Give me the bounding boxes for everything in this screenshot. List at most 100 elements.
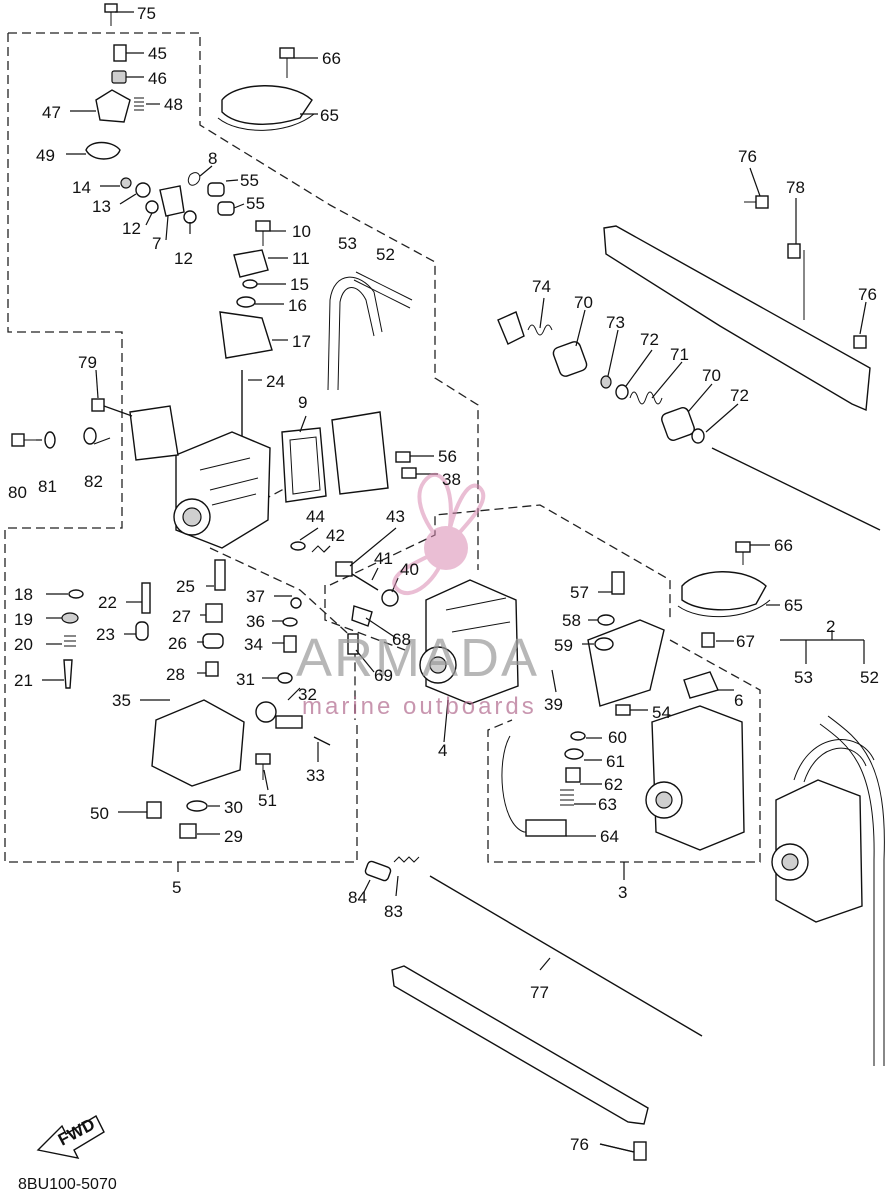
callout-4: 4 xyxy=(438,741,447,760)
part-37 xyxy=(290,597,302,609)
callout-75: 75 xyxy=(137,4,156,23)
pin-33 xyxy=(313,736,331,746)
carburetor-body-5 xyxy=(173,431,271,549)
callout-23: 23 xyxy=(96,625,115,644)
callout-47: 47 xyxy=(42,103,61,122)
cap-59 xyxy=(594,637,614,651)
clip-78 xyxy=(787,243,805,320)
callout-84: 84 xyxy=(348,888,367,907)
washer-31 xyxy=(277,672,293,684)
callout-72a: 72 xyxy=(640,330,659,349)
callout-53b: 53 xyxy=(794,668,813,687)
fitting-56 xyxy=(395,451,411,463)
cap-55b xyxy=(217,201,235,216)
spring-74 xyxy=(527,324,553,336)
oring-15 xyxy=(242,279,258,289)
callout-69: 69 xyxy=(374,666,393,685)
callout-8: 8 xyxy=(208,149,217,168)
spring-63 xyxy=(560,789,574,806)
callout-3: 3 xyxy=(618,883,627,902)
screw-80 xyxy=(11,433,36,447)
bracket-rail-bottom xyxy=(391,965,649,1125)
callout-66b: 66 xyxy=(774,536,793,555)
callout-57: 57 xyxy=(570,583,589,602)
valve-34 xyxy=(283,635,297,653)
callout-73: 73 xyxy=(606,313,625,332)
tube-23 xyxy=(135,621,149,641)
callout-53a: 53 xyxy=(338,234,357,253)
callout-30: 30 xyxy=(224,798,243,817)
parts: FWD xyxy=(11,3,885,1161)
callout-70a: 70 xyxy=(574,293,593,312)
callout-45: 45 xyxy=(148,44,167,63)
callout-42: 42 xyxy=(326,526,345,545)
callout-60: 60 xyxy=(608,728,627,747)
screw-76-top xyxy=(744,195,769,209)
callout-59: 59 xyxy=(554,636,573,655)
cable-64 xyxy=(501,735,567,837)
callout-18: 18 xyxy=(14,585,33,604)
washer-13 xyxy=(135,182,151,198)
spring-71 xyxy=(629,391,663,405)
callout-78: 78 xyxy=(786,178,805,197)
screw-75 xyxy=(104,3,118,26)
spring-20 xyxy=(64,635,76,647)
callout-20: 20 xyxy=(14,635,33,654)
callout-76c: 76 xyxy=(570,1135,589,1154)
callout-55b: 55 xyxy=(246,194,265,213)
screw-54 xyxy=(615,704,631,716)
callout-13: 13 xyxy=(92,197,111,216)
callout-5: 5 xyxy=(172,878,181,897)
callout-39: 39 xyxy=(544,695,563,714)
collar-84 xyxy=(364,860,392,882)
bracket-79-81 xyxy=(129,405,179,461)
watermark-tagline: marine outboards xyxy=(302,693,537,720)
leader-lines xyxy=(36,11,867,1153)
oring-30 xyxy=(186,800,208,812)
carburetor-body-3 xyxy=(645,705,745,851)
callout-9: 9 xyxy=(298,393,307,412)
callout-52a: 52 xyxy=(376,245,395,264)
callout-55a: 55 xyxy=(240,171,259,190)
callout-44: 44 xyxy=(306,507,325,526)
fwd-arrow-icon: FWD xyxy=(36,1115,105,1159)
hose-52-top xyxy=(353,271,413,309)
pin-41 xyxy=(351,573,379,591)
screw-57 xyxy=(611,571,625,595)
hose-52-right xyxy=(819,715,885,1066)
cover-65-top xyxy=(217,85,315,131)
callout-63: 63 xyxy=(598,795,617,814)
callout-50: 50 xyxy=(90,804,109,823)
callout-43: 43 xyxy=(386,507,405,526)
washer-72b xyxy=(691,428,705,444)
oring-44 xyxy=(290,541,306,551)
holder-27 xyxy=(205,603,223,623)
callout-68: 68 xyxy=(392,630,411,649)
callout-35: 35 xyxy=(112,691,131,710)
callout-76b: 76 xyxy=(858,285,877,304)
screw-66-top xyxy=(279,47,295,78)
drawing-code: 8BU100-5070 xyxy=(18,1176,117,1193)
callout-81: 81 xyxy=(38,477,57,496)
callout-24: 24 xyxy=(266,372,285,391)
washer-81 xyxy=(44,431,56,449)
oring-36 xyxy=(282,617,298,627)
callout-48: 48 xyxy=(164,95,183,114)
nut-62 xyxy=(565,767,581,783)
washer-82 xyxy=(83,427,97,445)
callout-40: 40 xyxy=(400,560,419,579)
callout-29: 29 xyxy=(224,827,243,846)
screw-66-right xyxy=(735,541,751,565)
spring-83 xyxy=(393,856,420,863)
callout-70b: 70 xyxy=(702,366,721,385)
callout-71: 71 xyxy=(670,345,689,364)
oring-16 xyxy=(236,296,256,308)
lever-68 xyxy=(351,605,373,627)
callout-12b: 12 xyxy=(174,249,193,268)
washer-19 xyxy=(61,612,79,624)
jet-45 xyxy=(113,44,127,62)
gasket-9 xyxy=(281,427,327,503)
jet-25 xyxy=(214,559,226,591)
cover-65-right xyxy=(677,571,771,618)
